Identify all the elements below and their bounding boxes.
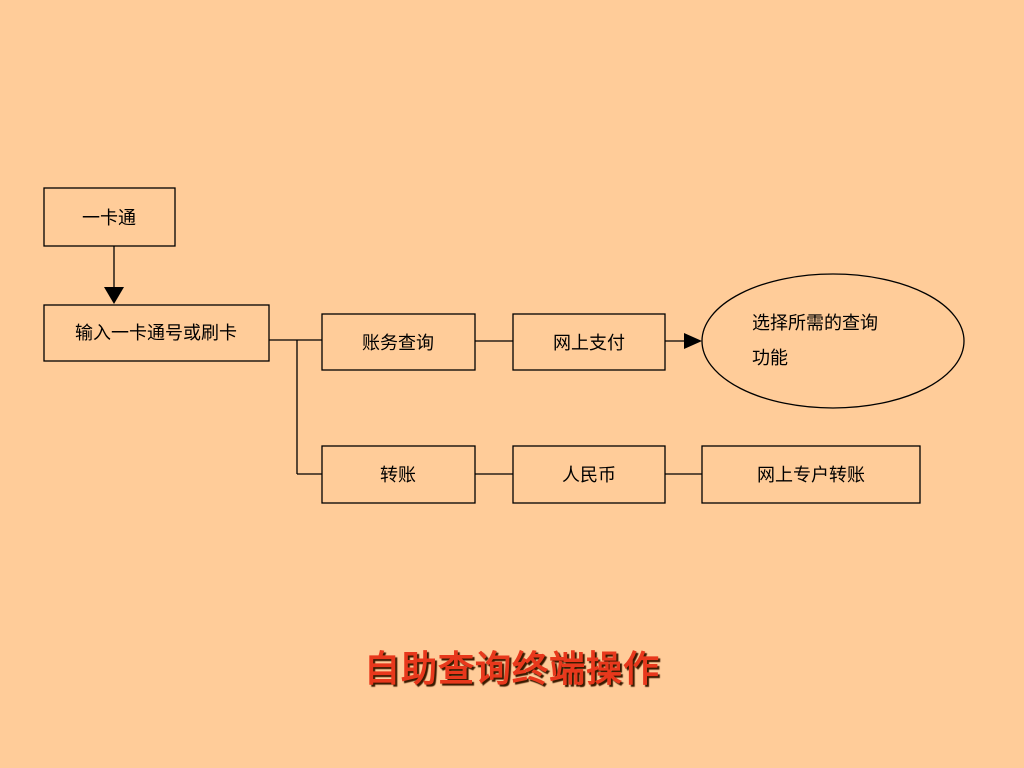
node-online-account-transfer-label: 网上专户转账 [757,465,865,486]
node-card: 一卡通 [43,187,176,247]
node-input-label: 输入一卡通号或刷卡 [75,323,237,344]
node-choose-function-label-line1: 选择所需的查询 [752,313,878,334]
node-online-account-transfer: 网上专户转账 [701,445,921,504]
node-rmb-label: 人民币 [562,465,616,486]
node-online-payment: 网上支付 [512,313,666,371]
node-account-query-label: 账务查询 [362,333,434,354]
arrowhead-right [684,333,702,349]
node-choose-function-label-line2: 功能 [752,348,788,369]
page-title: 自助查询终端操作 [363,649,660,690]
node-transfer-label: 转账 [380,465,416,486]
node-rmb: 人民币 [512,445,666,504]
node-choose-function: 选择所需的查询 功能 [701,273,965,409]
node-card-label: 一卡通 [82,208,136,229]
arrowhead-down [104,287,124,304]
node-transfer: 转账 [321,445,476,504]
node-account-query: 账务查询 [321,313,476,371]
node-input: 输入一卡通号或刷卡 [43,304,270,362]
node-online-payment-label: 网上支付 [553,333,625,354]
